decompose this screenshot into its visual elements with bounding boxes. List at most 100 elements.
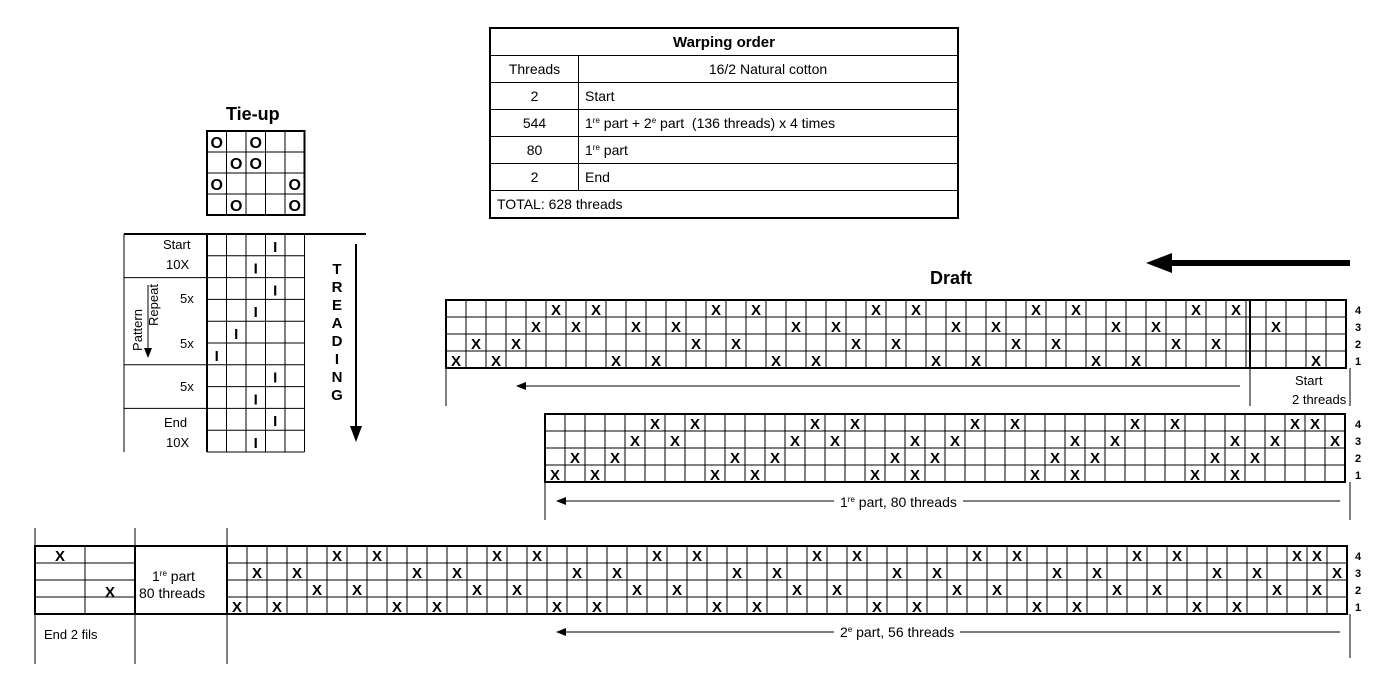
draft3-x-mark: X <box>1072 599 1082 616</box>
pattern-arrow-head <box>144 348 152 358</box>
draft3-x-mark: X <box>1172 548 1182 565</box>
treadling-i-mark: I <box>254 435 258 452</box>
draft2-shaft-number: 3 <box>1355 436 1361 448</box>
draft1-x-mark: X <box>1231 302 1241 319</box>
draft2-x-mark: X <box>1110 433 1120 450</box>
draft3-x-mark: X <box>1332 565 1342 582</box>
tieup-title: Tie-up <box>226 104 280 124</box>
draft2-direction-head <box>556 497 566 505</box>
draft1-x-mark: X <box>631 319 641 336</box>
wo-desc-cell: 1re part <box>578 136 959 164</box>
draft2-x-mark: X <box>710 467 720 484</box>
draft3-x-mark: X <box>552 599 562 616</box>
draft1-x-mark: X <box>911 302 921 319</box>
draft3-x-mark: X <box>672 582 682 599</box>
draft3-x-mark: X <box>1252 565 1262 582</box>
draft3-x-mark: X <box>292 565 302 582</box>
draft1-x-mark: X <box>1091 353 1101 370</box>
draft3-x-mark: X <box>792 582 802 599</box>
draft1-x-mark: X <box>731 336 741 353</box>
draft1-x-mark: X <box>611 353 621 370</box>
treadling-start-label: Start <box>163 237 191 252</box>
treadling-group-count: 5x <box>180 336 194 351</box>
treadling-i-mark: I <box>273 413 277 430</box>
draft2-x-mark: X <box>770 450 780 467</box>
draft1-x-mark: X <box>451 353 461 370</box>
draft2-x-mark: X <box>930 450 940 467</box>
draft1-x-mark: X <box>531 319 541 336</box>
tieup-o-mark: O <box>230 198 242 215</box>
draft3-x-mark: X <box>572 565 582 582</box>
draft3-x-mark: X <box>1052 565 1062 582</box>
treadling-end-label: End <box>164 415 188 430</box>
treadling-i-mark: I <box>273 239 277 256</box>
middle-part-count: 80 threads <box>139 585 206 601</box>
draft2-x-mark: X <box>1030 467 1040 484</box>
draft3-x-mark: X <box>1192 599 1202 616</box>
treading-letter: N <box>332 369 343 386</box>
draft1-x-mark: X <box>1211 336 1221 353</box>
draft2-x-mark: X <box>550 467 560 484</box>
draft2-x-mark: X <box>1270 433 1280 450</box>
draft3-x-mark: X <box>692 548 702 565</box>
draft2-x-mark: X <box>890 450 900 467</box>
draft2-x-mark: X <box>1070 467 1080 484</box>
draft3-x-mark: X <box>272 599 282 616</box>
treading-letter: A <box>332 315 343 332</box>
draft3-shaft-number: 3 <box>1355 568 1361 580</box>
draft3-x-mark: X <box>992 582 1002 599</box>
draft1-x-mark: X <box>771 353 781 370</box>
yarn-header: 16/2 Natural cotton <box>578 55 959 83</box>
draft2-x-mark: X <box>1170 416 1180 433</box>
draft3-x-mark: X <box>332 548 342 565</box>
tieup-o-mark: O <box>230 156 242 173</box>
tieup-o-mark: O <box>289 198 301 215</box>
draft3-x-mark: X <box>472 582 482 599</box>
treadling-end-count: 10X <box>166 435 190 450</box>
draft3-shaft-number: 2 <box>1355 585 1361 597</box>
draft2-x-mark: X <box>950 433 960 450</box>
draft1-x-mark: X <box>471 336 481 353</box>
draft3-x-mark: X <box>1312 548 1322 565</box>
pattern-vertical-label: Pattern <box>130 309 145 351</box>
draft3-x-mark: X <box>1012 548 1022 565</box>
draft2-x-mark: X <box>1070 433 1080 450</box>
draft3-x-mark: X <box>1292 548 1302 565</box>
draft2-shaft-number: 2 <box>1355 453 1361 465</box>
draft2-x-mark: X <box>1090 450 1100 467</box>
draft-title: Draft <box>930 268 973 288</box>
treadling-i-mark: I <box>234 326 238 343</box>
treading-letter: T <box>332 261 341 278</box>
repeat-vertical-label: Repeat <box>146 284 161 326</box>
end-x-mark: X <box>55 548 65 565</box>
draft1-x-mark: X <box>511 336 521 353</box>
treadling-i-mark: I <box>215 348 219 365</box>
draft1-direction-head <box>516 382 526 390</box>
draft-start-count: 2 threads <box>1292 392 1347 407</box>
draft3-x-mark: X <box>372 548 382 565</box>
draft3-x-mark: X <box>892 565 902 582</box>
treading-letter: I <box>335 351 339 368</box>
draft-direction-arrow-head <box>1146 253 1172 273</box>
draft1-x-mark: X <box>951 319 961 336</box>
draft3-x-mark: X <box>532 548 542 565</box>
draft3-x-mark: X <box>1232 599 1242 616</box>
part2-label: 2e part, 56 threads <box>834 624 961 640</box>
draft1-x-mark: X <box>831 319 841 336</box>
draft3-x-mark: X <box>1112 582 1122 599</box>
draft2-x-mark: X <box>970 416 980 433</box>
draft1-x-mark: X <box>751 302 761 319</box>
draft1-x-mark: X <box>711 302 721 319</box>
wo-threads-cell: 80 <box>489 136 579 164</box>
draft2-x-mark: X <box>810 416 820 433</box>
draft2-x-mark: X <box>670 433 680 450</box>
draft3-x-mark: X <box>772 565 782 582</box>
draft1-x-mark: X <box>1191 302 1201 319</box>
middle-part-label: 1re part <box>152 568 195 584</box>
draft1-x-mark: X <box>651 353 661 370</box>
draft3-x-mark: X <box>252 565 262 582</box>
treadling-i-mark: I <box>254 261 258 278</box>
draft3-x-mark: X <box>432 599 442 616</box>
draft3-x-mark: X <box>592 599 602 616</box>
treadling-i-mark: I <box>254 304 258 321</box>
